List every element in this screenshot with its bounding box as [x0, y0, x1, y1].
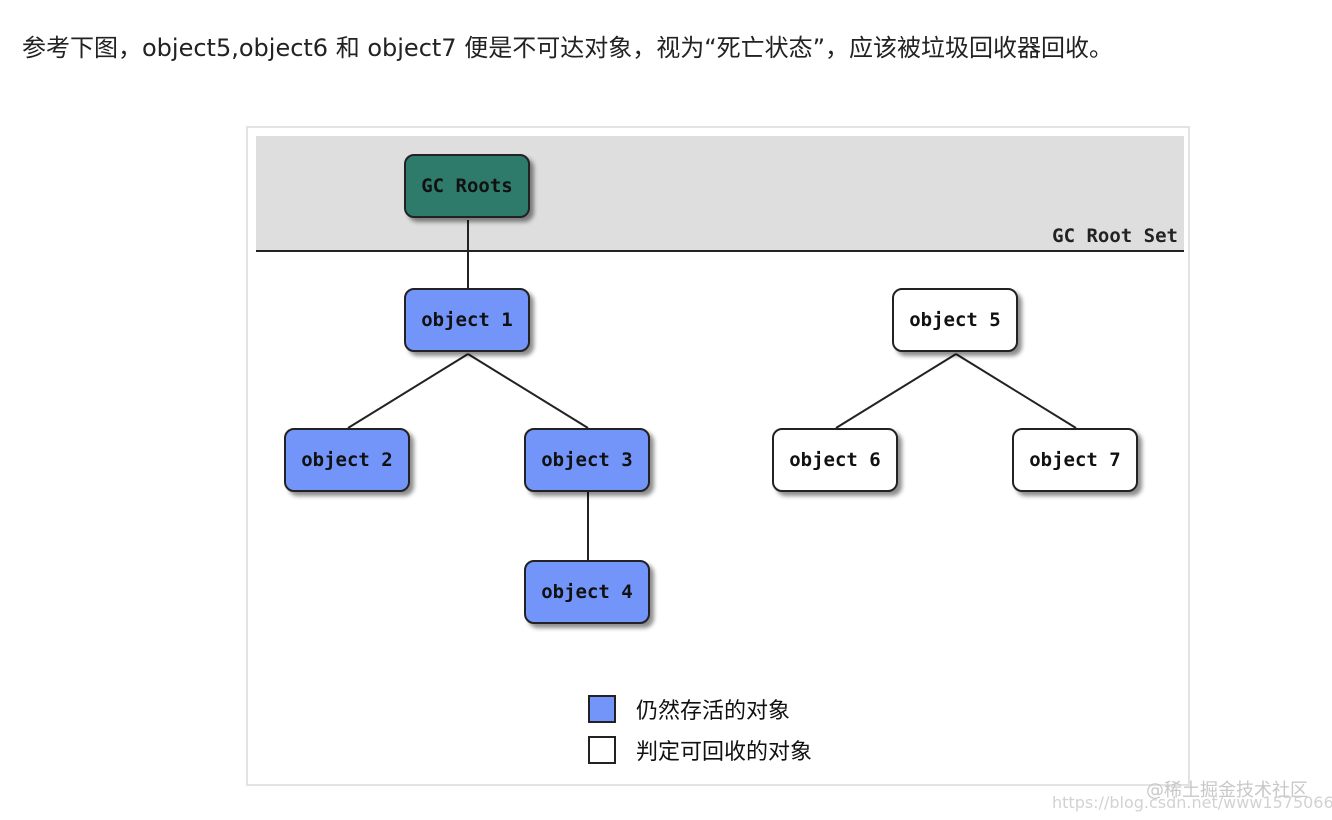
object-5-node: object 5 — [892, 288, 1018, 352]
object-1-node: object 1 — [404, 288, 530, 352]
reference-edges — [347, 220, 1077, 560]
gc-reachability-diagram: GC Root Set GC Roots object 1 object 2 o… — [246, 126, 1190, 786]
intro-paragraph: 参考下图，object5,object6 和 object7 便是不可达对象，视… — [22, 34, 1114, 62]
object-3-node: object 3 — [524, 428, 650, 492]
edge-object5-object7 — [955, 353, 1077, 429]
gc-root-set-label: GC Root Set — [1052, 225, 1178, 247]
site-watermark: @稀土掘金技术社区 — [1146, 780, 1308, 801]
legend-dead-label: 判定可回收的对象 — [636, 740, 813, 765]
edge-object1-object2 — [347, 353, 469, 429]
legend-live-label: 仍然存活的对象 — [636, 699, 791, 724]
object-4-node: object 4 — [524, 560, 650, 624]
object-6-node: object 6 — [772, 428, 898, 492]
legend-live-swatch — [588, 695, 616, 723]
gc-roots-node: GC Roots — [404, 154, 530, 218]
edge-object1-object3 — [467, 353, 589, 429]
legend-dead: 判定可回收的对象 — [588, 734, 812, 766]
legend-dead-swatch — [588, 736, 616, 764]
url-watermark: https://blog.csdn.net/www1575066083 — [1052, 793, 1332, 812]
gc-root-set-boundary — [256, 250, 1184, 252]
object-7-node: object 7 — [1012, 428, 1138, 492]
legend-live: 仍然存活的对象 — [588, 693, 790, 725]
edge-object5-object6 — [835, 353, 957, 429]
object-2-node: object 2 — [284, 428, 410, 492]
